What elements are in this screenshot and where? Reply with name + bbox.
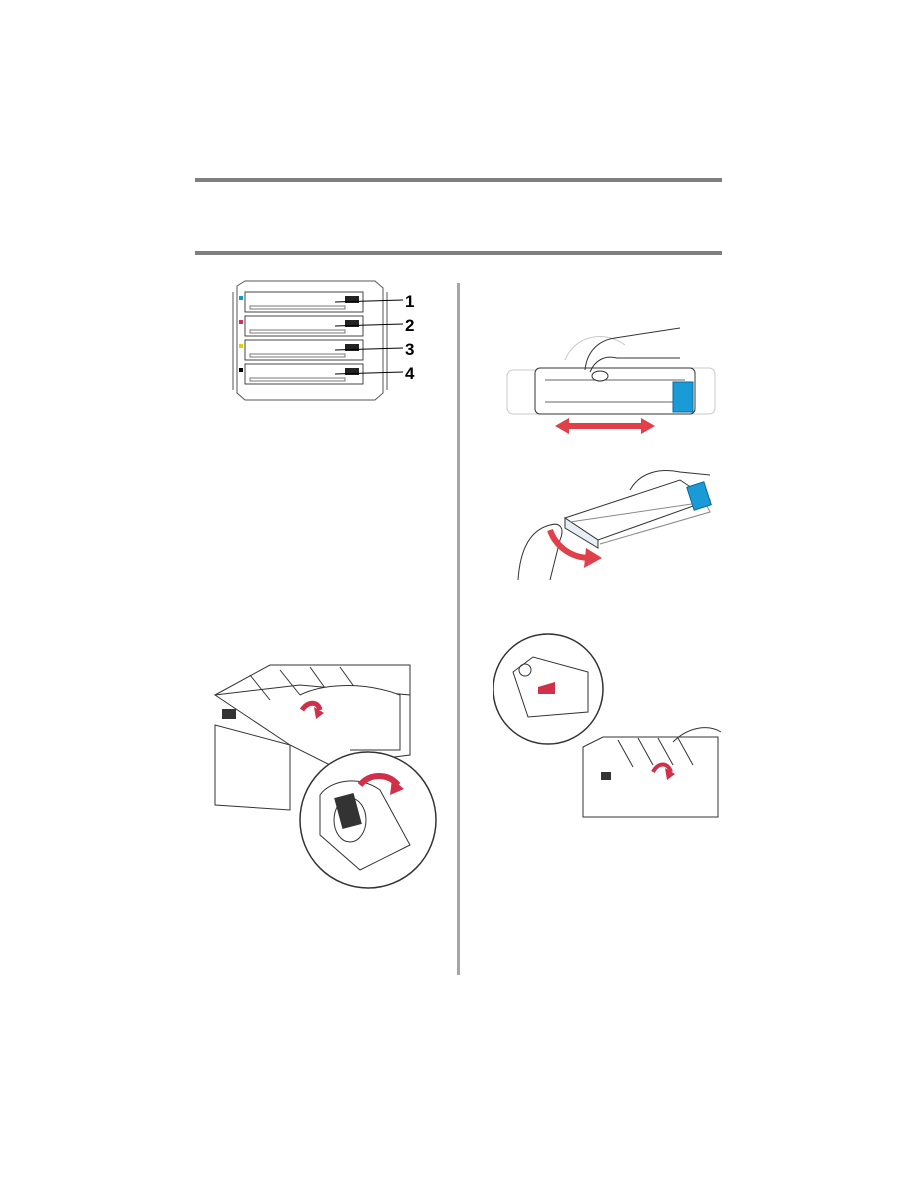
- insert-cartridge-figure: [210, 655, 440, 890]
- header-bottom-rule: [195, 251, 722, 255]
- slot-label-3: 3: [405, 340, 414, 359]
- cartridge-lever-blue: [673, 382, 693, 412]
- remove-tape-figure: [510, 470, 725, 582]
- column-divider: [457, 283, 460, 975]
- slot-label-4: 4: [405, 364, 415, 383]
- lever-detail-figure: [493, 632, 723, 820]
- slot-label-2: 2: [405, 316, 414, 335]
- shake-arrow: [555, 418, 655, 434]
- cartridge-slots-figure: 1 2 3 4: [225, 278, 430, 403]
- slot-label-1: 1: [405, 292, 414, 311]
- shake-cartridge-figure: [505, 320, 720, 438]
- header-top-rule: [195, 178, 722, 182]
